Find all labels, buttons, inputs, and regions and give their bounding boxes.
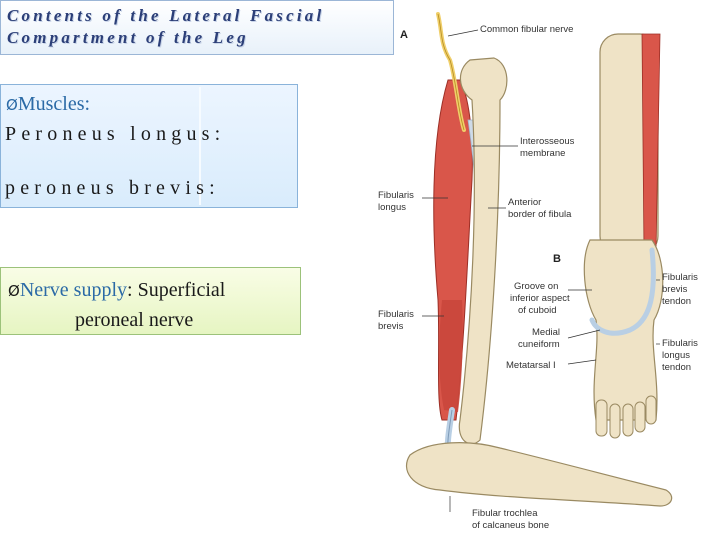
arrow-bullet-icon: Ø [6, 96, 18, 114]
foot-bones [405, 442, 673, 507]
label-interosseous-1: Interosseous [520, 136, 575, 147]
figure-labels: Common fibular nerve Interosseous membra… [378, 24, 698, 531]
label-fl-tendon-1: Fibularis [662, 338, 698, 349]
label-groove-3: of cuboid [518, 305, 557, 316]
label-anterior-border-2: border of fibula [508, 209, 572, 220]
label-trochlea-1: Fibular trochlea [472, 508, 538, 519]
title-box: Contents of the Lateral Fascial Compartm… [0, 0, 394, 55]
label-fibularis-longus-1: Fibularis [378, 190, 414, 201]
nerve-supply-value-1: Superficial [137, 279, 226, 301]
panel-b-toes [595, 395, 657, 439]
muscle-item-peroneus-brevis: peroneus brevis: [5, 177, 220, 199]
label-fibularis-longus-2: longus [378, 202, 406, 213]
box-divider [199, 87, 201, 205]
label-fb-tendon-1: Fibularis [662, 272, 698, 283]
leader-lines [422, 29, 660, 512]
panel-b-tendon [589, 247, 656, 336]
label-fl-tendon-2: longus [662, 350, 690, 361]
panel-a-label: A [400, 29, 408, 41]
label-medial-cuneiform-2: cuneiform [518, 339, 560, 350]
label-trochlea-2: of calcaneus bone [472, 520, 549, 531]
label-fibularis-brevis-2: brevis [378, 321, 404, 332]
label-common-fibular-nerve: Common fibular nerve [480, 24, 573, 35]
label-groove-1: Groove on [514, 281, 558, 292]
panel-b-label: B [553, 253, 561, 265]
nerve-supply-line: ØNerve supply: Superficial [8, 279, 225, 302]
label-fl-tendon-3: tendon [662, 362, 691, 373]
muscles-box: ØMuscles: Peroneus longus: peroneus brev… [0, 84, 298, 208]
nerve-supply-box: ØNerve supply: Superficial peroneal nerv… [0, 267, 301, 335]
nerve-supply-value-2: peroneal nerve [75, 309, 194, 331]
panel-a-leg-drawing: A [400, 12, 673, 507]
label-fibularis-brevis-1: Fibularis [378, 309, 414, 320]
panel-b-foot-drawing: B [553, 33, 664, 439]
label-medial-cuneiform-1: Medial [532, 327, 560, 338]
label-groove-2: inferior aspect [510, 293, 570, 304]
label-metatarsal-1: Metatarsal I [506, 360, 556, 371]
leg-anatomy-illustration: A B Common fibular nerve Interosseous [378, 12, 698, 531]
label-interosseous-2: membrane [520, 148, 565, 159]
arrow-bullet-icon: Ø [8, 282, 20, 300]
page-title-line-2: Compartment of the Leg [7, 28, 249, 47]
nerve-supply-colon: : [127, 279, 133, 301]
muscles-heading: ØMuscles: [6, 93, 90, 116]
label-anterior-border-1: Anterior [508, 197, 541, 208]
page-title-line-1: Contents of the Lateral Fascial [7, 6, 325, 25]
muscles-heading-text: Muscles: [17, 93, 91, 115]
nerve-supply-label: Nerve supply [19, 279, 128, 301]
label-fb-tendon-2: brevis [662, 284, 688, 295]
fibularis-brevis-muscle [439, 300, 463, 412]
label-fb-tendon-3: tendon [662, 296, 691, 307]
muscle-item-peroneus-longus: Peroneus longus: [5, 123, 226, 145]
